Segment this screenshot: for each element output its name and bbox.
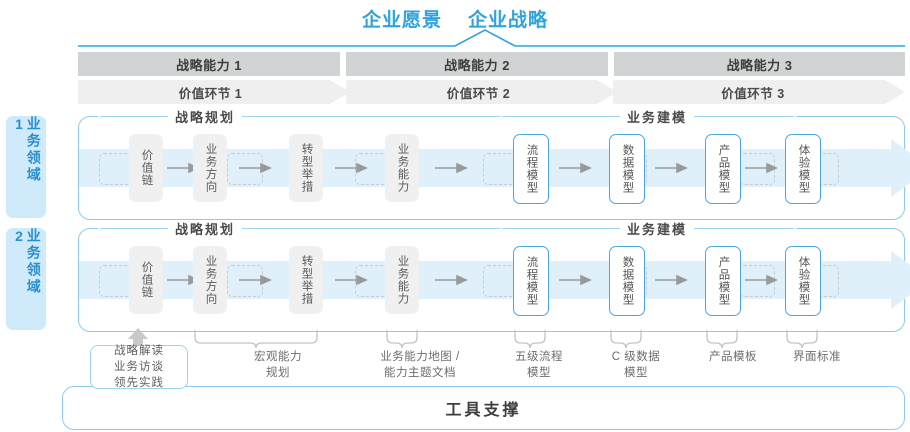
value-link-chevrons <box>78 80 905 104</box>
title-enterprise-strategy: 企业战略 <box>468 9 549 31</box>
lane-1-section-planning-label: 战略规划 <box>175 109 236 125</box>
capability-bar: 战略能力 1 战略能力 2 战略能力 3 <box>78 52 905 76</box>
lane-2-node-product-model[interactable]: 产品模型 <box>705 246 741 316</box>
footer-brackets <box>194 330 818 349</box>
value-link-label-1[interactable]: 价值环节 1 <box>178 86 243 101</box>
lane-2-arrow-4 <box>435 274 468 286</box>
lane-1-node-process-model[interactable]: 流程模型 <box>513 134 549 204</box>
lane-1-node-transformation[interactable]: 转型举措 <box>289 134 323 202</box>
lane-1-node-business-capability[interactable]: 业务能力 <box>385 134 419 202</box>
lane-2-node-transformation[interactable]: 转型举措 <box>289 246 323 314</box>
lane-2-node-experience-model-label: 体验模型 <box>797 256 810 306</box>
domain-tab-1[interactable]: 业务领域 1 <box>6 116 46 218</box>
strategy-note-up-arrow <box>128 328 148 350</box>
lane-1-node-data-model[interactable]: 数据模型 <box>609 134 645 204</box>
lane-1-node-transformation-label: 转型举措 <box>300 143 313 193</box>
lane-1-node-product-model-label: 产品模型 <box>717 144 730 194</box>
lane-2-arrow-6 <box>655 274 688 286</box>
capability-cell-2[interactable]: 战略能力 2 <box>346 52 608 76</box>
footer-label-ui-standard: 界面标准 <box>793 351 841 363</box>
footer-label-macro-capability: 宏观能力规划 <box>254 351 302 379</box>
value-link-label-2[interactable]: 价值环节 2 <box>446 86 511 101</box>
lane-1-section-planning: 战略规划 <box>98 108 515 125</box>
domain-tab-2-label: 业务领域 2 <box>11 228 42 296</box>
lane-1-section-modeling: 业务建模 <box>500 108 797 125</box>
value-link-label-3[interactable]: 价值环节 3 <box>721 86 785 101</box>
lane-1-arrow-5 <box>559 162 592 174</box>
lane-2-node-data-model[interactable]: 数据模型 <box>609 246 645 316</box>
lane-2-section-planning-label: 战略规划 <box>175 221 236 237</box>
footer-label-product-template: 产品模板 <box>709 351 757 363</box>
strategy-note-line-3: 领先实践 <box>114 377 164 390</box>
lane-2-node-process-model[interactable]: 流程模型 <box>513 246 549 316</box>
domain-lane-2: 价值链 业务方向 转型举措 业务能力 流程模型 数据模型 产品模型 体验模型 <box>78 228 910 332</box>
lane-1-arrow-7 <box>745 162 778 174</box>
lane-1-node-business-direction[interactable]: 业务方向 <box>193 134 227 202</box>
lane-1-section-modeling-label: 业务建模 <box>627 109 688 125</box>
capability-gap-1 <box>340 52 346 76</box>
capability-cell-3[interactable]: 战略能力 3 <box>614 52 905 76</box>
lane-2-node-business-capability-label: 业务能力 <box>396 255 409 305</box>
vision-connector-line <box>78 29 905 47</box>
domain-lane-1: 价值链 业务方向 转型举措 业务能力 流程模型 数据模型 产品模型 体验模型 <box>78 116 910 220</box>
lane-1-node-data-model-label: 数据模型 <box>621 144 634 194</box>
title-enterprise-vision: 企业愿景 <box>361 9 442 31</box>
lane-1-arrow-4 <box>435 162 468 174</box>
lane-2-arrow-2 <box>239 274 272 286</box>
lane-1-node-product-model[interactable]: 产品模型 <box>705 134 741 204</box>
lane-2-node-business-direction-label: 业务方向 <box>204 255 217 305</box>
lane-2-node-business-direction[interactable]: 业务方向 <box>193 246 227 314</box>
lane-1-arrow-2 <box>239 162 272 174</box>
strategy-note-line-2: 业务访谈 <box>114 360 164 373</box>
lane-2-node-value-chain-label: 价值链 <box>140 261 153 299</box>
lane-1-node-value-chain[interactable]: 价值链 <box>129 134 163 202</box>
lane-1-node-business-direction-label: 业务方向 <box>204 143 217 193</box>
lane-2-node-data-model-label: 数据模型 <box>621 256 634 306</box>
lane-2-section-modeling: 业务建模 <box>500 220 797 237</box>
lane-1-arrow-3 <box>335 162 368 174</box>
lane-2-node-process-model-label: 流程模型 <box>525 256 538 306</box>
lane-2-flow-band <box>79 251 910 309</box>
lane-2-arrow-5 <box>559 274 592 286</box>
lane-1-node-experience-model-label: 体验模型 <box>797 144 810 194</box>
top-title-group: 企业愿景 企业战略 <box>0 4 910 32</box>
tool-support-bar: 工具支撑 <box>62 386 905 430</box>
strategy-note-line-1: 战略解读 <box>114 344 164 357</box>
lane-2-node-business-capability[interactable]: 业务能力 <box>385 246 419 314</box>
lane-2-arrow-3 <box>335 274 368 286</box>
strategy-note-box[interactable]: 战略解读 业务访谈 领先实践 <box>90 345 188 389</box>
capability-gap-2 <box>608 52 614 76</box>
domain-tab-2[interactable]: 业务领域 2 <box>6 228 46 330</box>
lane-2-section-modeling-label: 业务建模 <box>627 221 688 237</box>
value-link-bar: 价值环节 1 价值环节 2 价值环节 3 <box>78 80 905 104</box>
capability-cell-1[interactable]: 战略能力 1 <box>78 52 340 76</box>
lane-1-node-experience-model[interactable]: 体验模型 <box>785 134 821 204</box>
lane-2-section-planning: 战略规划 <box>98 220 515 237</box>
footer-label-process-model: 五级流程模型 <box>515 351 563 379</box>
lane-1-node-value-chain-label: 价值链 <box>140 149 153 187</box>
lane-1-arrow-6 <box>655 162 688 174</box>
lane-1-node-process-model-label: 流程模型 <box>525 144 538 194</box>
tool-support-label: 工具支撑 <box>445 402 522 419</box>
lane-1-node-business-capability-label: 业务能力 <box>396 143 409 193</box>
footer-label-data-model: C 级数据模型 <box>611 351 661 379</box>
lane-2-node-transformation-label: 转型举措 <box>300 255 313 305</box>
lane-2-node-value-chain[interactable]: 价值链 <box>129 246 163 314</box>
lane-2-arrow-7 <box>745 274 778 286</box>
lane-2-node-experience-model[interactable]: 体验模型 <box>785 246 821 316</box>
domain-tab-1-label: 业务领域 1 <box>11 116 42 184</box>
lane-2-node-product-model-label: 产品模型 <box>717 256 730 306</box>
footer-label-capability-map: 业务能力地图 /能力主题文档 <box>380 351 460 379</box>
lane-1-flow-band <box>79 139 910 197</box>
